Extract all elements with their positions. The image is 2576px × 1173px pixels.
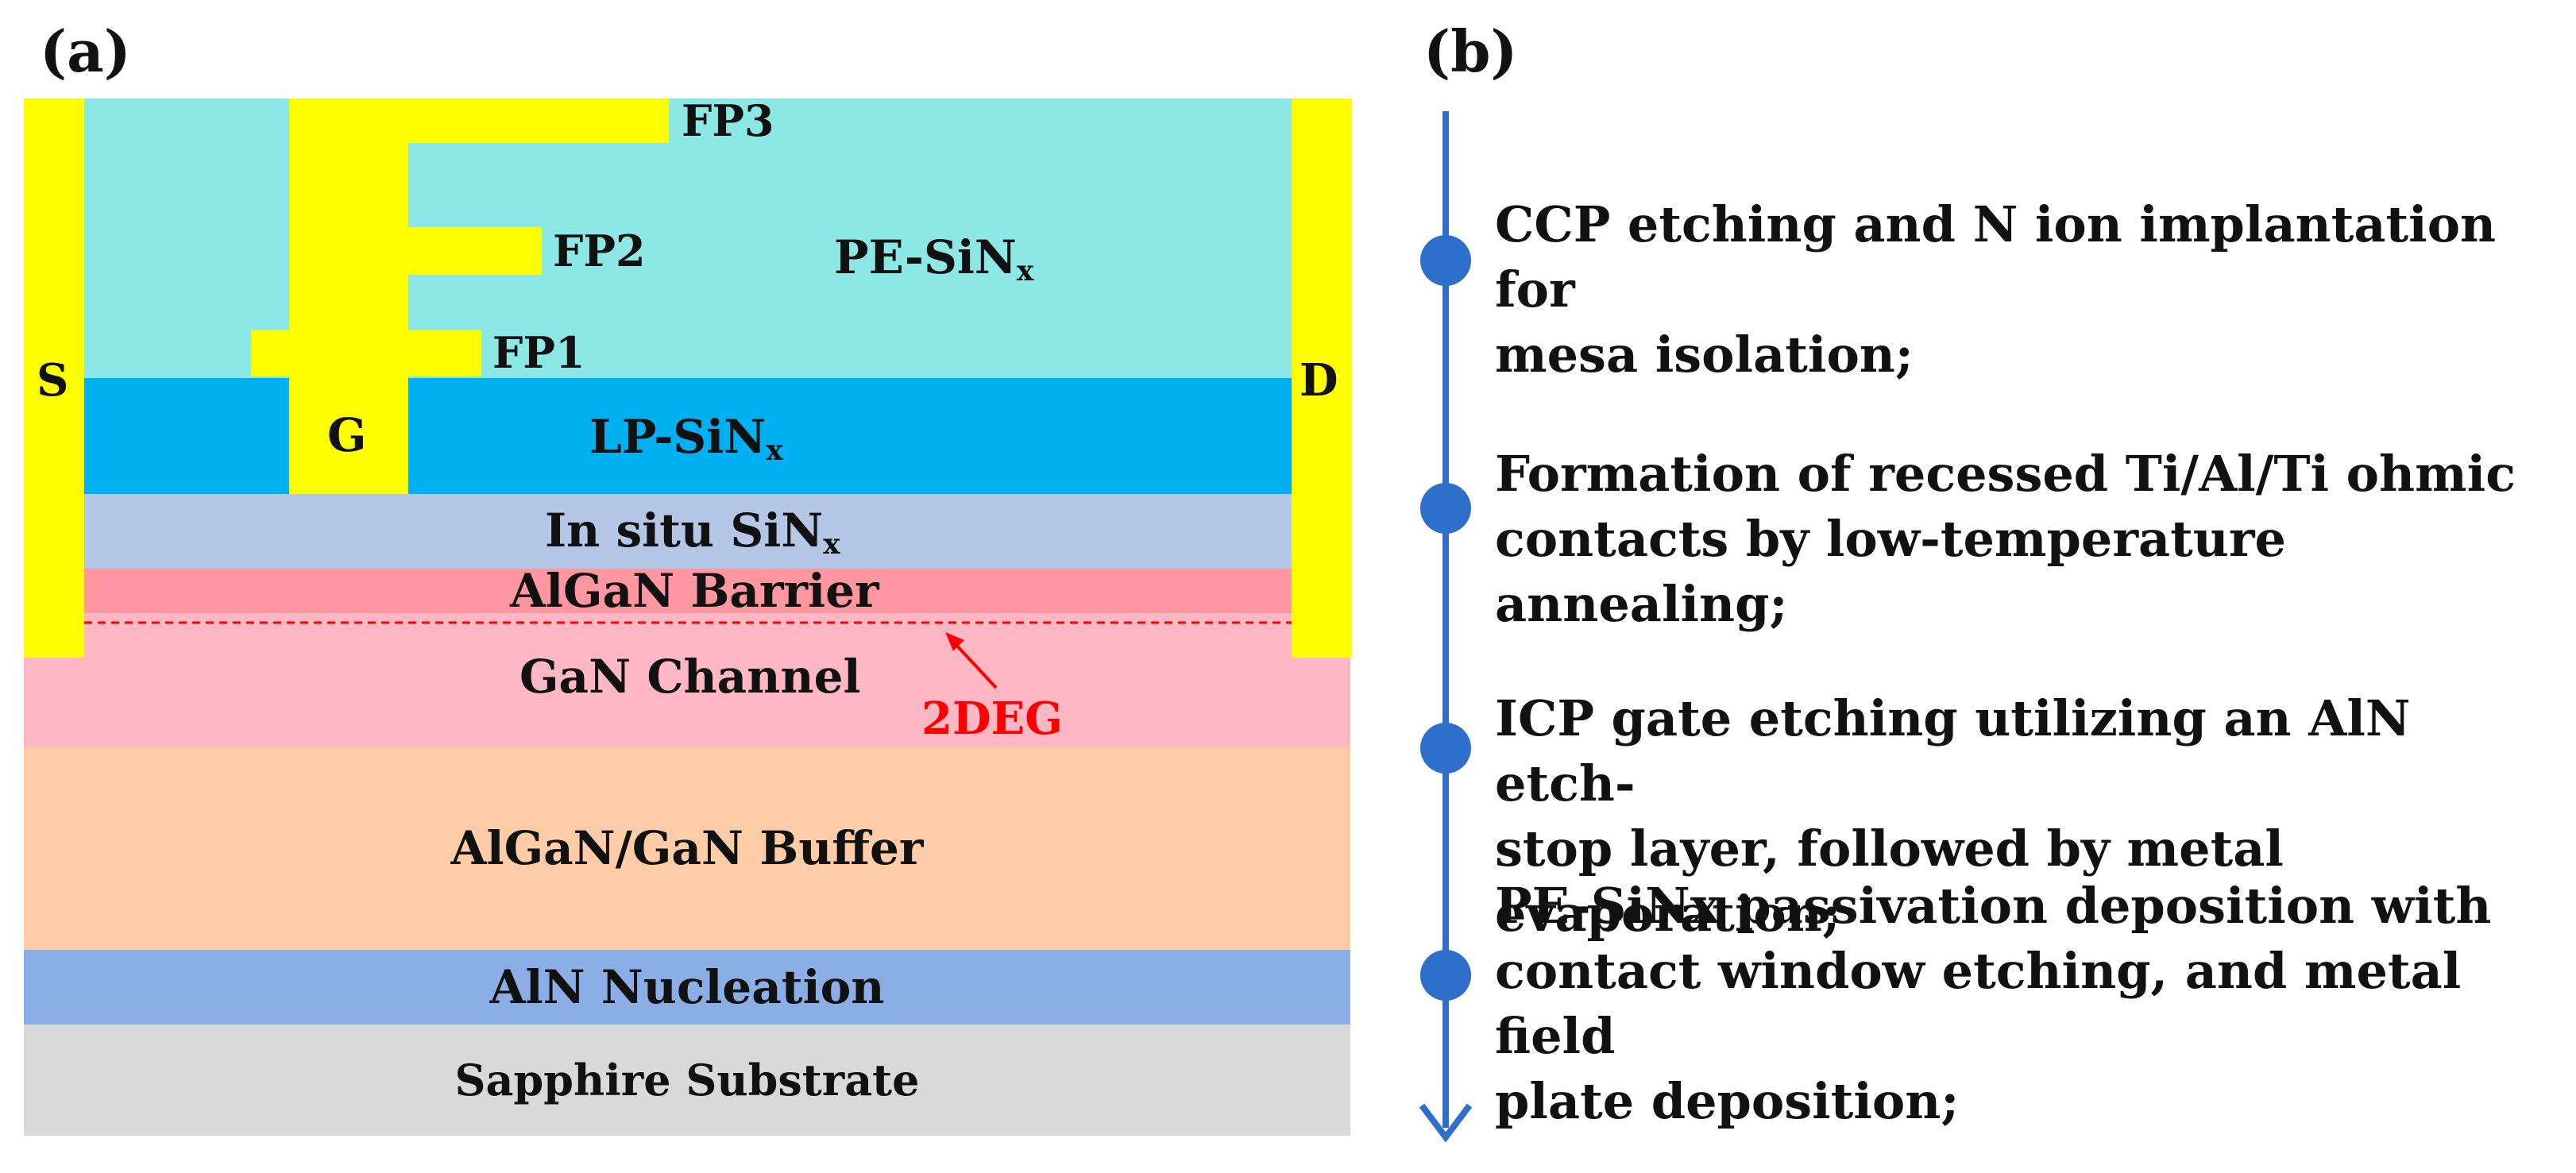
twodeg-marker — [84, 621, 1292, 689]
step-3: ICP gate etching utilizing an AlN etch- … — [1495, 686, 2559, 947]
algan-barrier-layer — [24, 569, 1350, 613]
twodeg-label: 2DEG — [921, 693, 1064, 745]
timeline-arrowhead — [1419, 1103, 1473, 1143]
step-1: CCP etching and N ion implantation for m… — [1495, 192, 2559, 388]
step-marker-4 — [1420, 950, 1471, 1001]
step-marker-2 — [1420, 483, 1471, 534]
step-4: PE-SiNx passivation deposition with cont… — [1495, 874, 2559, 1134]
buffer-label: AlGaN/GaN Buffer — [450, 821, 924, 875]
step-2-line-2: contacts by low-temperature annealing; — [1495, 510, 2286, 633]
gate-stem — [289, 98, 408, 494]
fp1-plate — [251, 330, 481, 376]
fp1-label: FP1 — [492, 327, 585, 378]
pe-sinx-label: PE-SiNx — [834, 230, 1034, 287]
pe-sinx-layer — [24, 98, 1350, 378]
twodeg-arrow-head — [945, 632, 964, 651]
source-contact — [24, 98, 84, 658]
panel-b-label: (b) — [1423, 17, 1518, 85]
step-2: Formation of recessed Ti/Al/Ti ohmic con… — [1495, 442, 2559, 637]
fp2-plate — [289, 227, 542, 275]
step-4-line-2: contact window etching, and metal field — [1495, 942, 2462, 1065]
gan-channel-layer — [24, 613, 1350, 747]
algan-barrier-label: AlGaN Barrier — [510, 564, 879, 618]
lp-sinx-label: LP-SiNx — [589, 410, 783, 467]
panel-a-label: (a) — [40, 17, 131, 85]
fp3-label: FP3 — [682, 95, 774, 146]
twodeg-arrow-shaft — [952, 640, 998, 689]
step-marker-1 — [1420, 235, 1471, 286]
step-marker-3 — [1420, 723, 1471, 774]
lp-sinx-layer — [24, 378, 1350, 494]
process-timeline — [1419, 111, 1473, 1143]
nucleation-layer: AlN Nucleation — [24, 950, 1350, 1024]
gate-label: G — [327, 408, 367, 462]
step-2-line-1: Formation of recessed Ti/Al/Ti ohmic — [1495, 445, 2516, 503]
drain-label: D — [1300, 354, 1338, 407]
fp3-plate — [289, 98, 669, 143]
insitu-sinx-layer — [24, 494, 1350, 569]
substrate-label: Sapphire Substrate — [454, 1055, 920, 1105]
gan-channel-label: GaN Channel — [519, 650, 861, 704]
nucleation-label: AlN Nucleation — [489, 960, 885, 1014]
substrate-layer: Sapphire Substrate — [24, 1024, 1350, 1136]
step-4-line-3: plate deposition; — [1495, 1072, 1960, 1130]
source-label: S — [37, 354, 69, 407]
drain-contact — [1292, 98, 1352, 658]
step-4-line-1: PE-SiNx passivation deposition with — [1495, 877, 2492, 935]
step-1-line-2: mesa isolation; — [1495, 326, 1914, 384]
insitu-sinx-label: In situ SiNx — [545, 504, 840, 561]
step-1-line-1: CCP etching and N ion implantation for — [1495, 195, 2497, 318]
fp2-label: FP2 — [553, 226, 646, 276]
step-3-line-1: ICP gate etching utilizing an AlN etch- — [1495, 689, 2411, 812]
step-3-line-2: stop layer, followed by metal evaporatio… — [1495, 820, 2284, 943]
buffer-layer: AlGaN/GaN Buffer — [24, 747, 1350, 950]
